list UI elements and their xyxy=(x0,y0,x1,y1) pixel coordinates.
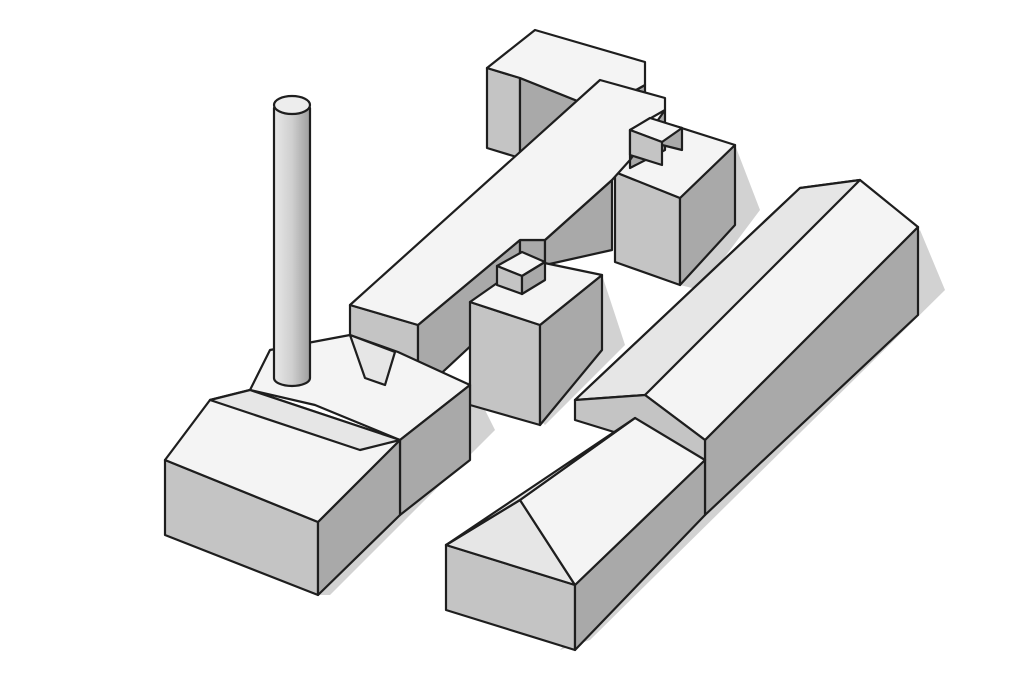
chimney xyxy=(272,94,312,388)
shed-front xyxy=(444,416,707,652)
annex-right xyxy=(613,123,737,287)
boiler-house xyxy=(163,333,472,597)
annex-left xyxy=(468,250,604,427)
